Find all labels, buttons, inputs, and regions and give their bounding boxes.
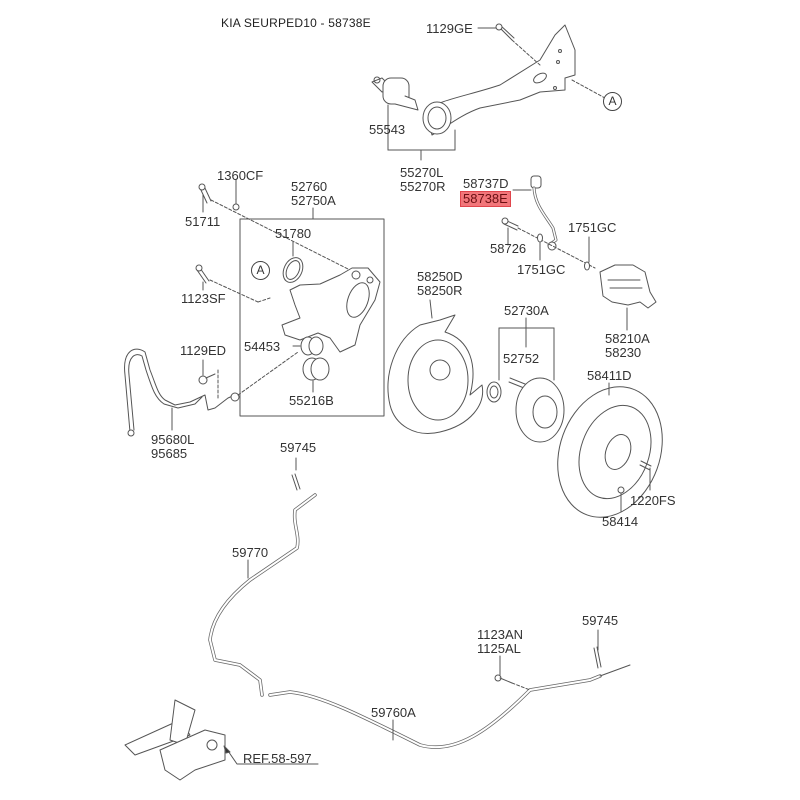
knuckle[interactable] [281,267,381,353]
brake-disc-58411d[interactable] [540,372,680,532]
bushing-54453[interactable] [292,336,324,356]
part-label-51780[interactable]: 51780 [275,226,312,241]
bolt-1129ed[interactable] [198,359,219,401]
callout-a-knuckle: A [251,261,270,280]
bolt-51711[interactable] [198,179,351,271]
part-label-1129ge[interactable]: 1129GE [426,21,473,36]
part-label-54453[interactable]: 54453 [244,339,281,354]
wheel-hub-52730a[interactable] [486,317,565,443]
bolt-58726[interactable] [501,217,596,269]
callout-a-top: A [603,92,622,111]
part-number: 52760 [291,179,328,194]
part-label-58210a[interactable]: 58210A 58230 [605,332,650,360]
part-label-51711[interactable]: 51711 [185,214,221,229]
part-number: 55270L [400,165,444,180]
parking-brake-lever[interactable] [124,699,226,781]
backing-plate-58250d[interactable] [387,299,484,434]
part-label-58738e-highlighted[interactable]: 58738E [460,191,511,207]
part-label-1751gc-lower[interactable]: 1751GC [517,262,566,277]
part-label-1751gc-upper[interactable]: 1751GC [568,220,617,235]
part-label-58737d[interactable]: 58737D [463,176,509,191]
part-label-59770[interactable]: 59770 [232,545,269,560]
trailing-arm-55270[interactable] [422,24,576,136]
part-label-58726[interactable]: 58726 [490,241,527,256]
part-label-1123sf[interactable]: 1123SF [181,291,226,306]
part-label-59745-upper[interactable]: 59745 [280,440,317,455]
parking-brake-cable-59770[interactable] [208,457,317,697]
part-label-52752[interactable]: 52752 [503,351,540,366]
part-label-59745-lower[interactable]: 59745 [582,613,619,628]
screw-58414[interactable] [617,486,625,513]
part-label-95680l[interactable]: 95680L 95685 [151,433,194,461]
knuckle-assembly-box [239,207,385,417]
bolt-1123sf[interactable] [195,264,271,303]
part-number: 58250D [417,269,463,284]
brake-hose-58738e[interactable] [512,175,558,251]
part-label-55216b[interactable]: 55216B [289,393,334,408]
ref-leader [223,745,319,765]
part-number: 58230 [605,345,642,360]
part-label-55270[interactable]: 55270L 55270R [400,166,446,194]
part-label-58411d[interactable]: 58411D [587,368,632,383]
washer-1751gc[interactable] [537,233,590,271]
part-number: 95685 [151,446,188,461]
part-label-55543[interactable]: 55543 [369,122,406,137]
bolt-1129ge[interactable] [477,23,541,66]
part-number: 52750A [291,193,336,208]
brake-caliper-58210a[interactable] [599,264,657,331]
part-label-1220fs[interactable]: 1220FS [630,493,676,508]
part-number: 55270R [400,179,446,194]
part-number: 58210A [605,331,650,346]
bushing-55543[interactable] [371,76,456,161]
part-label-1129ed[interactable]: 1129ED [180,343,227,358]
part-label-1123an[interactable]: 1123AN 1125AL [477,628,523,656]
diagram-title: KIA SEURPED10 - 58738E [221,16,371,30]
part-label-52730a[interactable]: 52730A [504,303,549,318]
part-number: 95680L [151,432,195,447]
part-number: 1123AN [477,627,524,642]
part-label-59760a[interactable]: 59760A [371,705,416,720]
seal-51780[interactable] [279,241,306,286]
part-label-58414[interactable]: 58414 [602,514,639,529]
abs-sensor-95680l[interactable] [124,348,299,437]
bolt-1123an[interactable] [494,655,531,691]
bolt-1220fs[interactable] [639,460,652,491]
reference-link-58-597[interactable]: REF.58-597 [243,751,312,766]
part-label-1360cf[interactable]: 1360CF [217,168,264,183]
bushing-55216b[interactable] [302,357,330,393]
part-number: 1125AL [477,641,521,656]
part-number: 58250R [417,283,463,298]
part-label-58250d[interactable]: 58250D 58250R [417,270,463,298]
parking-brake-cable-59760a[interactable] [268,629,631,749]
part-label-52760[interactable]: 52760 52750A [291,180,336,208]
